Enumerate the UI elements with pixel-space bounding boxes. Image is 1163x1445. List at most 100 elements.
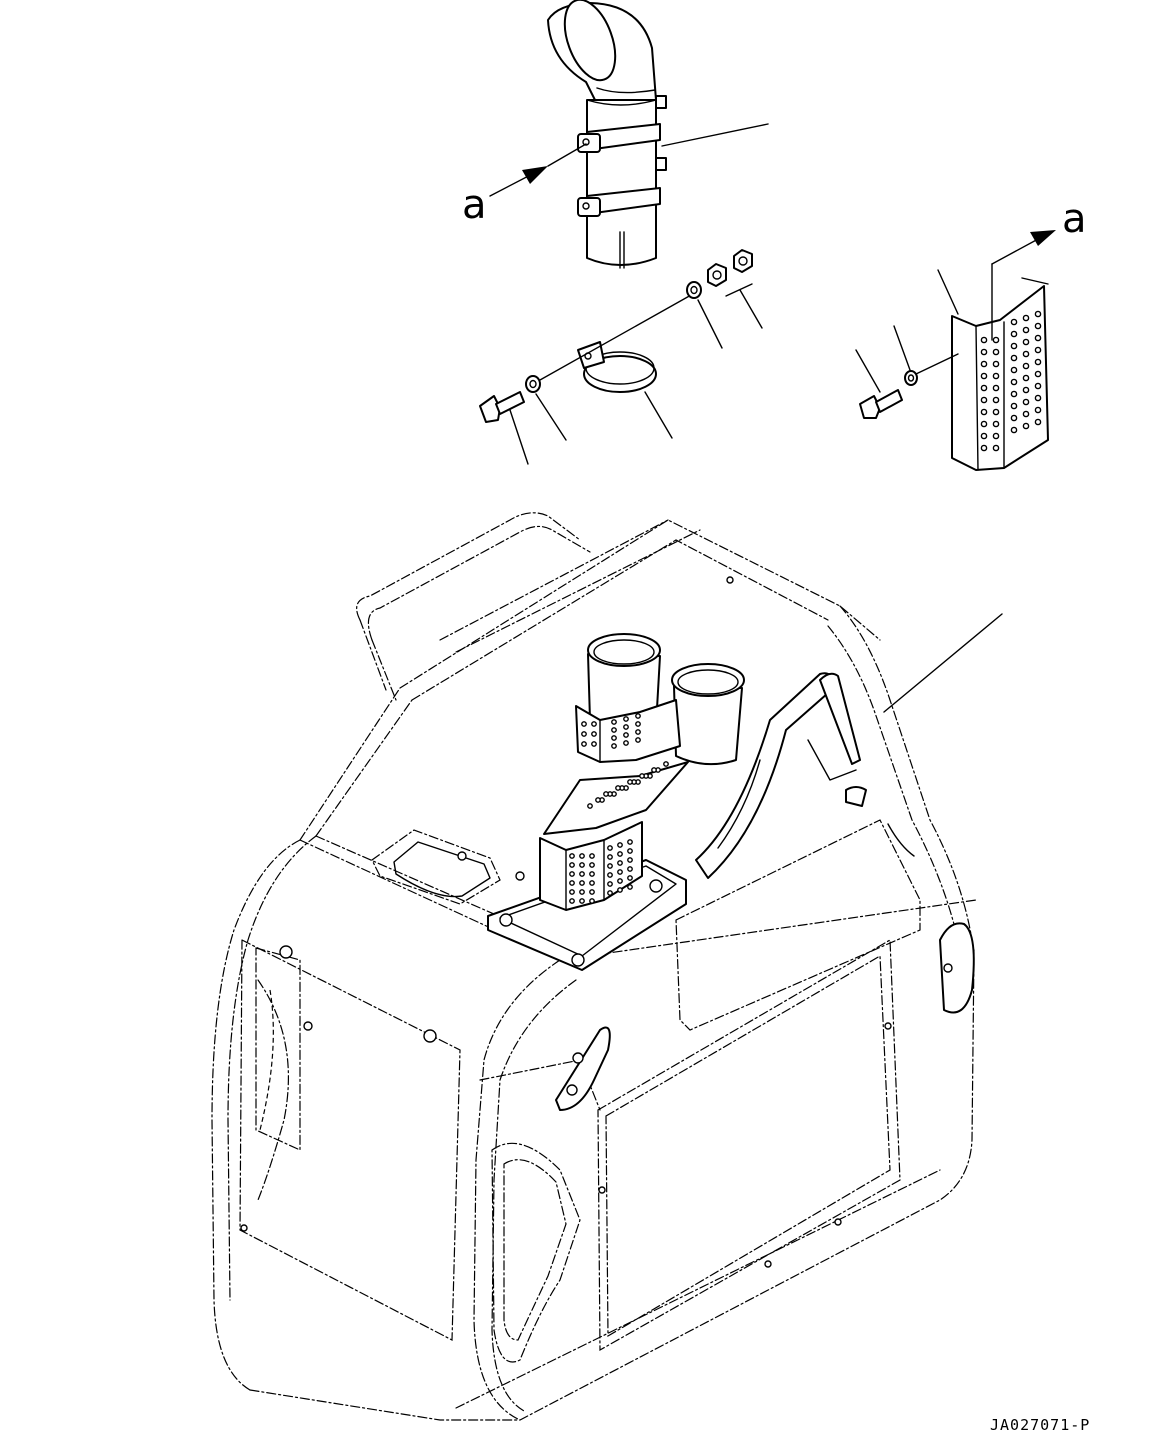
perforation-hole <box>992 384 1000 392</box>
perforation-hole <box>617 842 623 848</box>
leader-nut <box>725 283 763 329</box>
perforation-hole <box>611 727 617 733</box>
perforation-hole <box>591 721 597 727</box>
perforation-hole <box>980 432 988 440</box>
heat-guard <box>951 277 1049 471</box>
perforation-hole <box>1010 318 1018 326</box>
perforation-hole <box>1010 330 1018 338</box>
perforation-hole <box>579 880 585 886</box>
perforation-hole <box>992 348 1000 356</box>
perforation-hole <box>635 721 641 727</box>
view-ref-left-label: a <box>462 182 487 228</box>
perforation-hole <box>1034 406 1042 414</box>
perforation-hole <box>595 797 601 803</box>
perforation-hole <box>617 887 623 893</box>
perforation-hole <box>635 729 641 735</box>
perforation-hole <box>980 444 988 452</box>
perforation-hole <box>611 735 617 741</box>
perforation-hole <box>623 724 629 730</box>
perforation-hole <box>603 791 609 797</box>
leader-guard-bolt <box>855 349 881 393</box>
nut <box>707 249 753 287</box>
assembly-centerline <box>539 289 701 381</box>
perforation-hole <box>627 848 633 854</box>
view-ref-right-label: a <box>1062 196 1087 242</box>
perforation-hole <box>623 740 629 746</box>
perforation-hole <box>627 884 633 890</box>
perforation-hole <box>651 767 657 773</box>
perforation-hole <box>589 880 595 886</box>
perforation-hole <box>992 360 1000 368</box>
perforation-hole <box>1022 398 1030 406</box>
perforation-hole <box>579 853 585 859</box>
perforation-hole <box>1034 382 1042 390</box>
perforation-hole <box>627 866 633 872</box>
perforation-hole <box>1022 338 1030 346</box>
perforation-hole <box>992 396 1000 404</box>
perforation-hole <box>569 889 575 895</box>
perforation-hole <box>992 372 1000 380</box>
exhaust-tail-pipe <box>547 0 667 269</box>
view-arrow-right <box>991 230 1056 341</box>
perforation-hole <box>635 713 641 719</box>
perforation-hole <box>1010 378 1018 386</box>
perforation-hole <box>589 862 595 868</box>
perforation-hole <box>1010 426 1018 434</box>
perforation-hole <box>607 890 613 896</box>
perforation-hole <box>627 875 633 881</box>
perforation-hole <box>980 360 988 368</box>
bolt <box>479 391 525 423</box>
perforation-hole <box>1034 394 1042 402</box>
perforation-hole <box>980 372 988 380</box>
perforation-hole <box>1010 354 1018 362</box>
perforation-hole <box>1022 362 1030 370</box>
perforation-hole <box>1022 326 1030 334</box>
perforation-hole <box>569 853 575 859</box>
guard-centerline <box>915 353 959 375</box>
perforation-hole <box>1010 414 1018 422</box>
perforation-hole <box>992 408 1000 416</box>
perforation-hole <box>623 716 629 722</box>
perforation-hole <box>617 878 623 884</box>
perforation-hole <box>615 785 621 791</box>
guard-bolt <box>859 389 903 419</box>
perforation-hole <box>980 336 988 344</box>
perforation-hole <box>1010 342 1018 350</box>
perforation-hole <box>1034 358 1042 366</box>
lock-washer <box>686 281 702 299</box>
perforation-hole <box>980 408 988 416</box>
perforation-hole <box>663 761 669 767</box>
perforation-hole <box>1010 402 1018 410</box>
perforation-hole <box>569 862 575 868</box>
leader-guard-washer <box>893 325 911 371</box>
perforation-hole <box>1022 422 1030 430</box>
perforation-hole <box>1034 334 1042 342</box>
perforation-hole <box>1022 386 1030 394</box>
perforation-hole <box>1010 366 1018 374</box>
perforation-hole <box>1022 350 1030 358</box>
perforation-hole <box>591 741 597 747</box>
perforation-hole <box>607 872 613 878</box>
perforation-hole <box>992 432 1000 440</box>
drawing-code: JA027071-P <box>990 1416 1090 1434</box>
perforation-hole <box>569 871 575 877</box>
perforation-hole <box>579 862 585 868</box>
perforation-hole <box>569 898 575 904</box>
washer <box>525 375 541 393</box>
perforation-hole <box>607 854 613 860</box>
perforation-hole <box>617 860 623 866</box>
perforation-hole <box>589 871 595 877</box>
perforation-hole <box>581 731 587 737</box>
perforation-hole <box>992 420 1000 428</box>
perforation-hole <box>1034 322 1042 330</box>
perforation-hole <box>980 348 988 356</box>
perforation-hole <box>579 898 585 904</box>
leader-lock-washer <box>697 299 723 349</box>
leader-tail-pipe <box>661 123 769 147</box>
perforation-hole <box>579 871 585 877</box>
leader-clamp <box>644 391 673 439</box>
perforation-hole <box>1034 370 1042 378</box>
pipe-clamp <box>577 341 657 393</box>
perforation-hole <box>589 889 595 895</box>
